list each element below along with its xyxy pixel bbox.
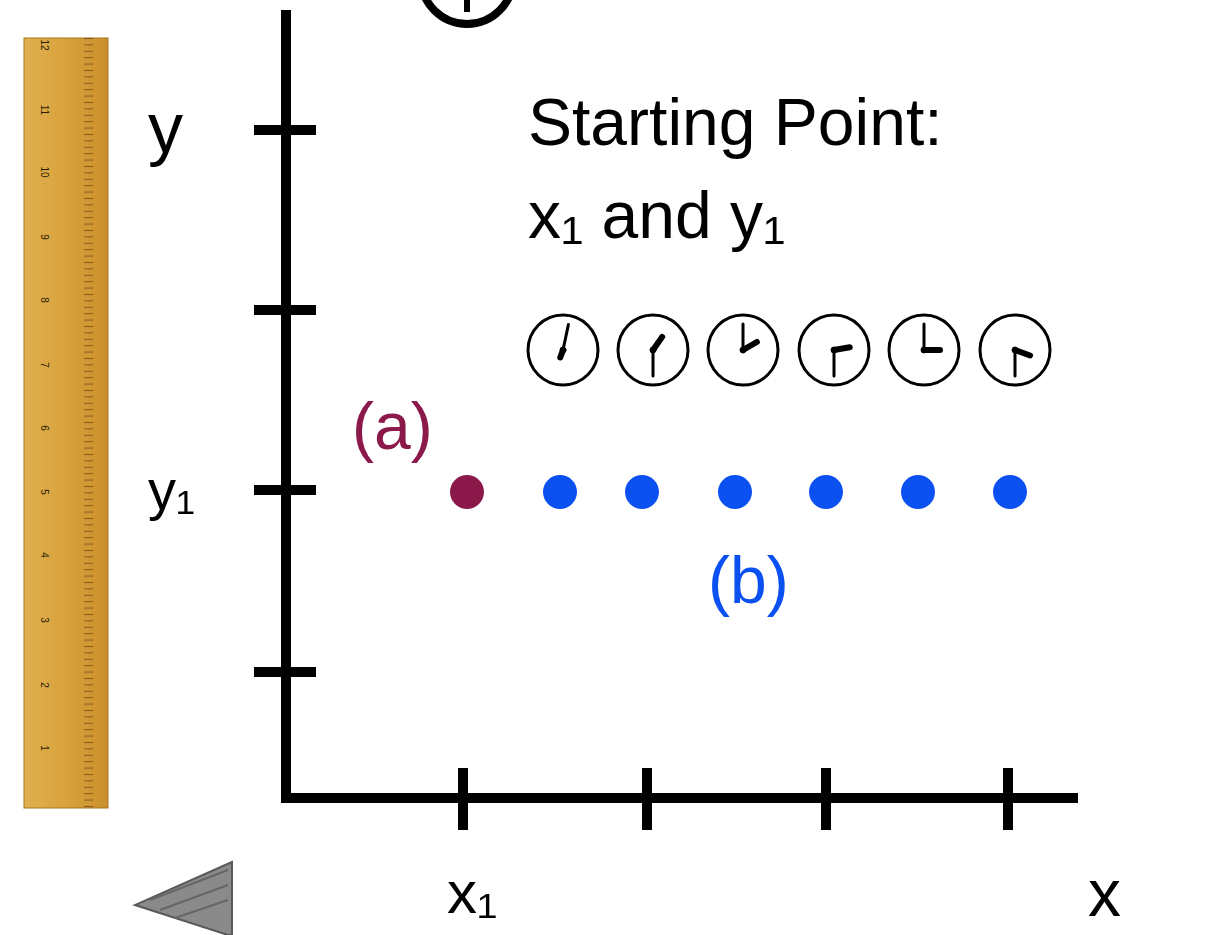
axis-label: x xyxy=(1088,860,1121,926)
sketch-mark xyxy=(135,862,232,935)
ruler-number: 10 xyxy=(39,166,49,177)
ruler-number: 1 xyxy=(39,745,49,751)
data-dots xyxy=(450,475,1027,509)
ruler-number: 11 xyxy=(39,105,49,115)
start-dot xyxy=(450,475,484,509)
clock-icon xyxy=(421,0,513,24)
ruler xyxy=(24,38,108,808)
heading-note: Starting Point: xyxy=(528,89,943,155)
axes xyxy=(254,10,1078,830)
point-label: (b) xyxy=(708,547,789,613)
clock-row xyxy=(528,315,1050,385)
ruler-number: 5 xyxy=(39,489,49,495)
axis-label: y xyxy=(148,93,183,163)
ruler-number: 2 xyxy=(39,682,49,688)
ruler-number: 9 xyxy=(39,234,49,240)
tick-label: x₁ xyxy=(447,863,497,923)
point-label: (a) xyxy=(352,393,433,459)
ruler-number: 4 xyxy=(39,552,49,558)
ruler-number: 7 xyxy=(39,362,49,368)
ruler-number: 12 xyxy=(39,39,49,50)
ruler-number: 8 xyxy=(39,297,49,303)
heading-note: x₁ and y₁ xyxy=(528,182,785,248)
ruler-number: 6 xyxy=(39,425,49,431)
ruler-number: 3 xyxy=(39,617,49,623)
tick-label: y₁ xyxy=(148,462,195,518)
